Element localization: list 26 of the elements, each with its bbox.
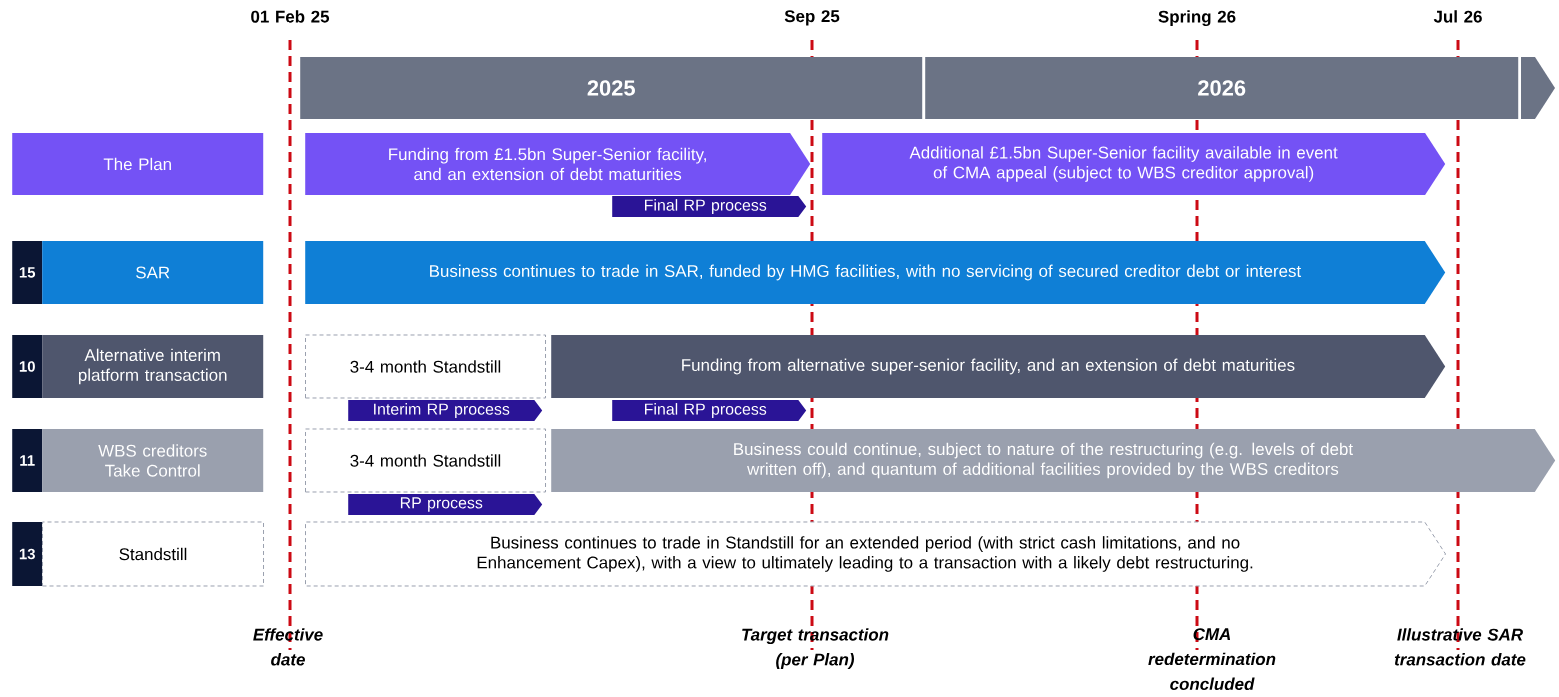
process-tag: RP process bbox=[348, 494, 543, 515]
number-badge: 15 bbox=[12, 241, 43, 304]
row-header-box: WBS creditors Take Control bbox=[42, 429, 264, 492]
process-tag: Final RP process bbox=[612, 196, 807, 217]
milestone-label: Target transaction (per Plan) bbox=[742, 628, 889, 669]
process-tag: Interim RP process bbox=[348, 400, 543, 421]
milestone-label: Effective date bbox=[253, 628, 323, 666]
row-header-box: The Plan bbox=[12, 133, 264, 195]
milestone-label: CMA redetermination concluded bbox=[1148, 628, 1276, 690]
date-label: Spring 26 bbox=[1158, 10, 1236, 27]
dashed-box: 3-4 month Standstill bbox=[305, 334, 546, 399]
year-band: 2026 bbox=[925, 57, 1519, 119]
milestone-label: Illustrative SAR transaction date bbox=[1394, 628, 1526, 666]
dashed-box: 3-4 month Standstill bbox=[305, 428, 546, 493]
number-badge: 10 bbox=[12, 335, 43, 398]
year-band: 2025 bbox=[300, 57, 923, 119]
number-badge: 11 bbox=[12, 429, 43, 492]
date-label: 01 Feb 25 bbox=[251, 10, 330, 23]
node-label: 2026 bbox=[1198, 80, 1246, 96]
row-header-box: Alternative interim platform transaction bbox=[42, 335, 264, 398]
row-header-box: SAR bbox=[42, 241, 264, 304]
date-label: Jul 26 bbox=[1433, 10, 1482, 23]
process-tag: Final RP process bbox=[612, 400, 807, 421]
date-label: Sep 25 bbox=[784, 10, 840, 26]
number-badge: 13 bbox=[12, 522, 43, 586]
dashed-box: Standstill bbox=[42, 521, 264, 587]
